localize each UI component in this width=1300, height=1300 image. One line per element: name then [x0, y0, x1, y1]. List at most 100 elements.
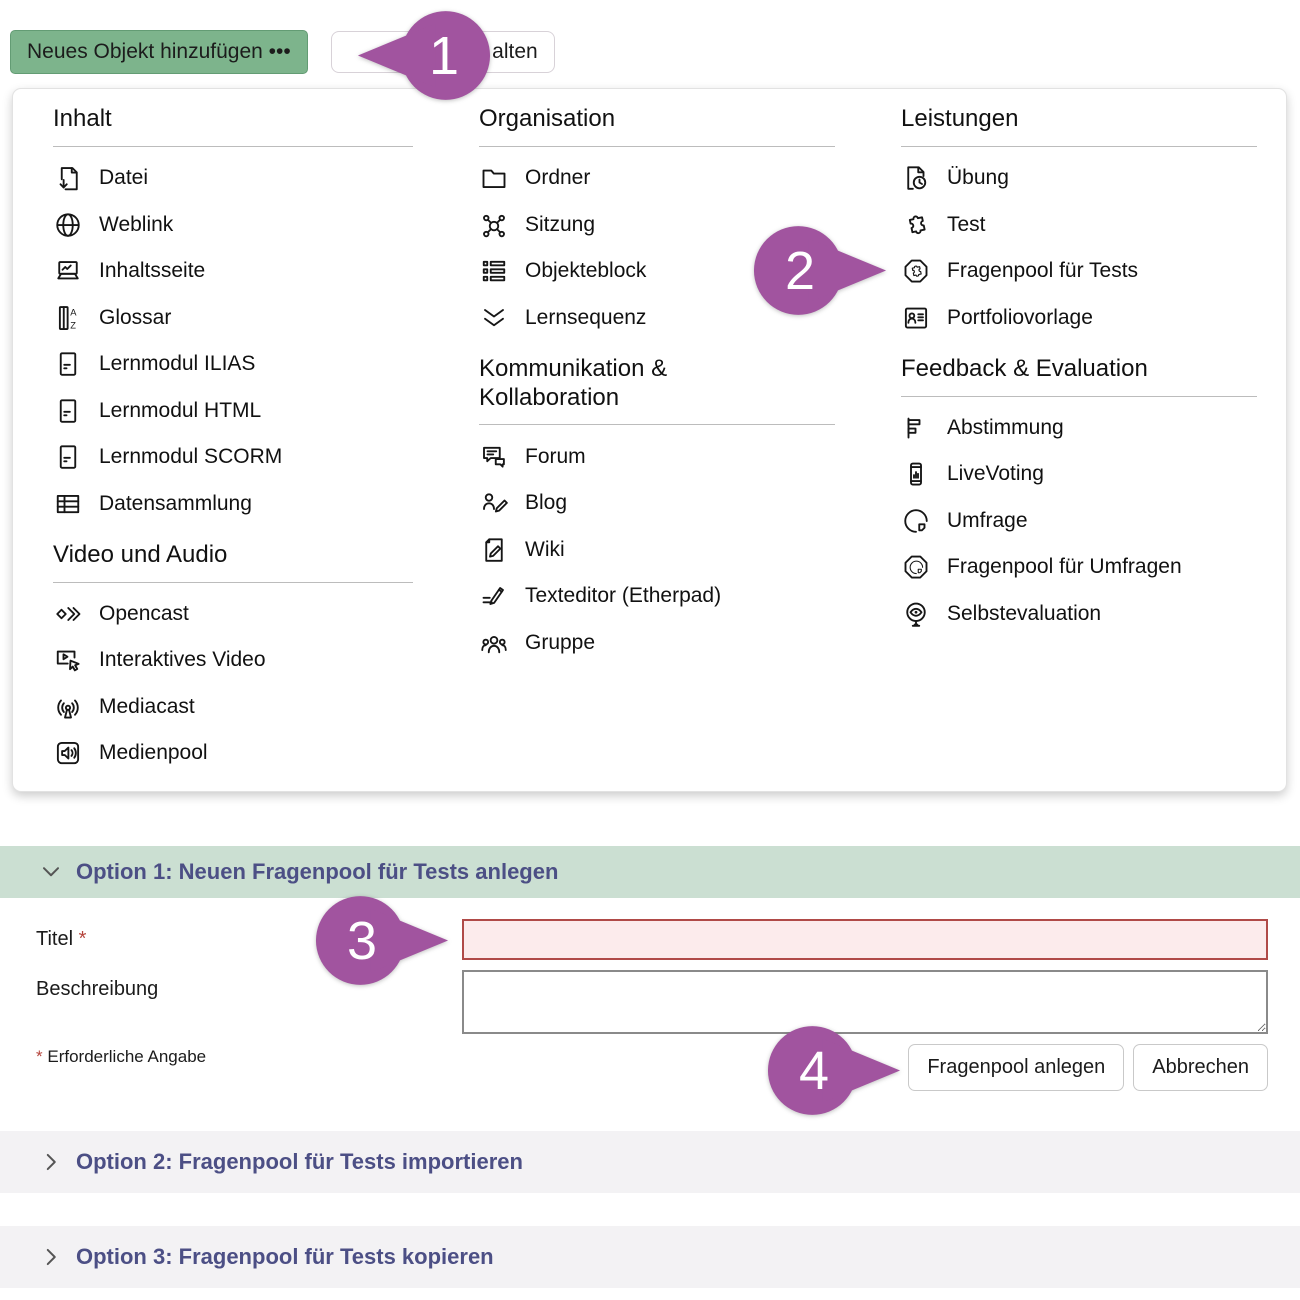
menu-item[interactable]: LiveVoting	[901, 451, 1257, 498]
option1-title: Option 1: Neuen Fragenpool für Tests anl…	[76, 859, 559, 884]
sequence-icon	[479, 303, 509, 333]
section-feedback-evaluation: Feedback & Evaluation Abstimmung LiveVot…	[901, 355, 1257, 637]
menu-item[interactable]: Gruppe	[479, 619, 835, 666]
cancel-button[interactable]: Abbrechen	[1133, 1044, 1268, 1091]
menu-item-label: Abstimmung	[947, 415, 1064, 439]
svg-text:Z: Z	[70, 320, 76, 330]
menu-item-label: Wiki	[525, 537, 565, 561]
option2-accordion-header[interactable]: Option 2: Fragenpool für Tests importier…	[0, 1131, 1300, 1193]
section-items: Datei Weblink Inhaltsseite	[53, 155, 413, 527]
menu-item[interactable]: Abstimmung	[901, 405, 1257, 452]
step-marker-4: 4	[767, 1022, 902, 1119]
panel-column-3: Leistungen Übung Test	[901, 105, 1257, 637]
question-pool-test-icon	[901, 256, 931, 286]
create-question-pool-button[interactable]: Fragenpool anlegen	[908, 1044, 1125, 1091]
menu-item-label: Sitzung	[525, 212, 596, 236]
menu-item-label: Lernmodul ILIAS	[99, 352, 256, 376]
menu-item[interactable]: Lernmodul HTML	[53, 387, 413, 434]
add-new-object-button[interactable]: Neues Objekt hinzufügen •••	[10, 30, 308, 74]
required-asterisk: *	[36, 1047, 43, 1066]
menu-item-label: Portfoliovorlage	[947, 305, 1093, 329]
menu-item-label: Blog	[525, 491, 568, 515]
content-page-icon	[53, 256, 83, 286]
section-title: Leistungen	[901, 105, 1257, 147]
description-textarea[interactable]	[462, 970, 1268, 1034]
menu-item[interactable]: Objekteblock	[479, 248, 835, 295]
menu-item-label: Lernmodul HTML	[99, 398, 262, 422]
question-pool-survey-icon	[901, 552, 931, 582]
broadcast-icon	[53, 692, 83, 722]
section-title: Organisation	[479, 105, 835, 147]
menu-item[interactable]: Inhaltsseite	[53, 248, 413, 295]
menu-item[interactable]: Forum	[479, 433, 835, 480]
menu-item[interactable]: Mediacast	[53, 684, 413, 731]
menu-item-label: Übung	[947, 166, 1009, 190]
menu-item-label: Test	[947, 212, 986, 236]
section-kommunikation: Kommunikation & Kollaboration Forum Blog	[479, 355, 835, 666]
menu-item-label: Weblink	[99, 212, 174, 236]
menu-item[interactable]: Lernsequenz	[479, 294, 835, 341]
option3-accordion-header[interactable]: Option 3: Fragenpool für Tests kopieren	[0, 1226, 1300, 1288]
menu-item[interactable]: Interaktives Video	[53, 637, 413, 684]
menu-item[interactable]: Datensammlung	[53, 480, 413, 527]
learning-module-icon	[53, 442, 83, 472]
section-items: Abstimmung LiveVoting Umfrage	[901, 405, 1257, 638]
title-input[interactable]	[462, 919, 1268, 960]
svg-text:A: A	[70, 307, 77, 317]
menu-item[interactable]: Lernmodul ILIAS	[53, 341, 413, 388]
menu-item[interactable]: Wiki	[479, 526, 835, 573]
menu-item[interactable]: Blog	[479, 480, 835, 527]
menu-item[interactable]: Opencast	[53, 591, 413, 638]
blog-icon	[479, 488, 509, 518]
panel-column-2: Organisation Ordner Sitzung	[479, 105, 835, 666]
menu-item[interactable]: Selbstevaluation	[901, 591, 1257, 638]
opencast-icon	[53, 599, 83, 629]
menu-item-label: Mediacast	[99, 694, 195, 718]
live-voting-icon	[901, 459, 931, 489]
menu-item[interactable]: Ordner	[479, 155, 835, 202]
section-title: Kommunikation & Kollaboration	[479, 355, 835, 426]
required-note: * Erforderliche Angabe	[36, 1047, 207, 1066]
self-evaluation-icon	[901, 599, 931, 629]
step-number: 3	[346, 910, 378, 971]
description-label: Beschreibung	[36, 978, 159, 1000]
section-title: Feedback & Evaluation	[901, 355, 1257, 397]
exercise-icon	[901, 163, 931, 193]
menu-item-label: Datei	[99, 166, 149, 190]
learning-module-icon	[53, 349, 83, 379]
menu-item-label: LiveVoting	[947, 462, 1044, 486]
chevron-down-icon	[38, 859, 64, 885]
menu-item[interactable]: Lernmodul SCORM	[53, 434, 413, 481]
file-download-icon	[53, 163, 83, 193]
option1-accordion-header[interactable]: Option 1: Neuen Fragenpool für Tests anl…	[0, 846, 1300, 898]
step-number: 4	[798, 1040, 830, 1101]
section-inhalt: Inhalt Datei Weblink	[53, 105, 413, 527]
media-pool-icon	[53, 738, 83, 768]
menu-item[interactable]: Umfrage	[901, 498, 1257, 545]
menu-item-label: Selbstevaluation	[947, 601, 1102, 625]
menu-item[interactable]: Portfoliovorlage	[901, 294, 1257, 341]
menu-item-label: Datensammlung	[99, 491, 252, 515]
chevron-right-icon	[38, 1149, 64, 1175]
menu-item[interactable]: Fragenpool für Umfragen	[901, 544, 1257, 591]
wiki-icon	[479, 535, 509, 565]
menu-item-label: Objekteblock	[525, 259, 647, 283]
menu-item[interactable]: Übung	[901, 155, 1257, 202]
section-organisation: Organisation Ordner Sitzung	[479, 105, 835, 341]
step-number: 2	[784, 240, 816, 301]
menu-item[interactable]: Datei	[53, 155, 413, 202]
menu-item[interactable]: Fragenpool für Tests	[901, 248, 1257, 295]
menu-item[interactable]: Weblink	[53, 201, 413, 248]
menu-item-label: Lernmodul SCORM	[99, 445, 283, 469]
menu-item[interactable]: Texteditor (Etherpad)	[479, 573, 835, 620]
menu-item[interactable]: Sitzung	[479, 201, 835, 248]
text-editor-icon	[479, 581, 509, 611]
menu-item-label: Inhaltsseite	[99, 259, 206, 283]
menu-item[interactable]: Test	[901, 201, 1257, 248]
menu-item-label: Medienpool	[99, 741, 208, 765]
interactive-video-icon	[53, 645, 83, 675]
menu-item[interactable]: Medienpool	[53, 730, 413, 777]
section-video-und-audio: Video und Audio Opencast Interaktives Vi…	[53, 541, 413, 777]
menu-item-label: Lernsequenz	[525, 305, 647, 329]
